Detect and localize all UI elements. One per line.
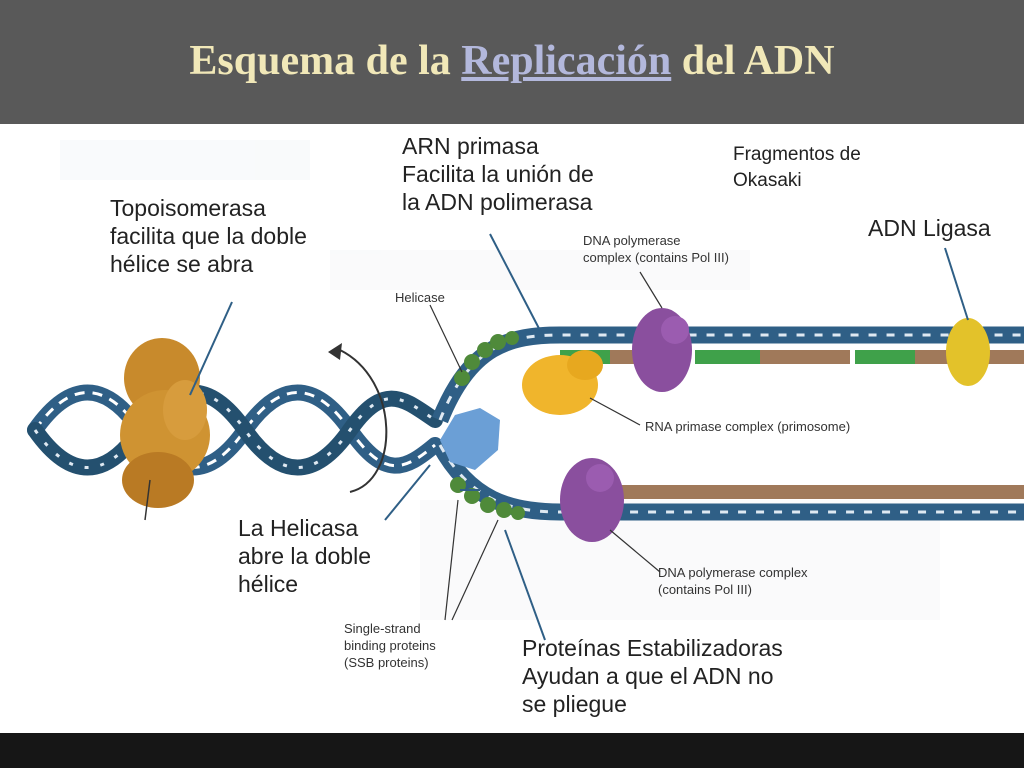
- ssb-en-label: Single-strand binding proteins (SSB prot…: [344, 620, 436, 671]
- slide-header: Esquema de la Replicación del ADN: [0, 0, 1024, 124]
- topoisomerase-label: Topoisomerasa facilita que la doble héli…: [110, 194, 307, 278]
- dna-ligase: [946, 318, 990, 386]
- helicase-label: La Helicasa abre la doble hélice: [238, 514, 371, 598]
- dna-replication-figure: Topoisomerasa facilita que la doble héli…: [0, 124, 1024, 733]
- primase-label: ARN primasa Facilita la unión de la ADN …: [402, 132, 594, 216]
- topoisomerase-label-line-2: facilita que la doble: [110, 223, 307, 249]
- title-text-start: Esquema de la: [189, 38, 462, 84]
- ssb-proteins: [450, 331, 525, 520]
- stabilizing-label-line-3: se pliegue: [522, 691, 627, 717]
- polymerase-bottom-en-line-1: DNA polymerase complex: [658, 565, 808, 580]
- helicase-en-label: Helicase: [395, 290, 445, 305]
- topoisomerase-complex: [120, 338, 210, 521]
- ssb-en-line-1: Single-strand: [344, 621, 421, 636]
- polymerase-bottom-en-label: DNA polymerase complex (contains Pol III…: [658, 564, 808, 598]
- dna-polymerase-top: [632, 308, 692, 392]
- stabilizing-label-line-1: Proteínas Estabilizadoras: [522, 635, 783, 661]
- helicase-label-line-3: hélice: [238, 571, 299, 597]
- polymerase-top-en-line-2: complex (contains Pol III): [583, 250, 729, 265]
- okazaki-label-line-1: Fragmentos de: [733, 144, 861, 165]
- primase-en-label: RNA primase complex (primosome): [645, 419, 851, 434]
- primase-label-line-3: la ADN polimerasa: [402, 189, 593, 215]
- ssb-en-line-3: (SSB proteins): [344, 655, 429, 670]
- primase-label-line-1: ARN primasa: [402, 133, 539, 159]
- ligase-label: ADN Ligasa: [868, 215, 991, 241]
- footer-band: [0, 733, 1024, 768]
- topoisomerase-label-line-1: Topoisomerasa: [110, 195, 266, 221]
- replication-fork-drawing: [27, 140, 1024, 641]
- slide-title: Esquema de la Replicación del ADN: [0, 40, 1024, 82]
- polymerase-bottom-en-line-2: (contains Pol III): [658, 582, 752, 597]
- helicase-label-line-2: abre la doble: [238, 543, 371, 569]
- okazaki-label-line-2: Okasaki: [733, 170, 802, 191]
- helicase-label-line-1: La Helicasa: [238, 515, 359, 541]
- primase-complex: [522, 350, 603, 415]
- thin-leader-lines: [429, 271, 663, 621]
- primase-label-line-2: Facilita la unión de: [402, 161, 594, 187]
- stabilizing-label-line-2: Ayudan a que el ADN no: [522, 663, 774, 689]
- ssb-en-line-2: binding proteins: [344, 638, 436, 653]
- polymerase-top-en-label: DNA polymerase complex (contains Pol III…: [583, 232, 729, 266]
- dna-polymerase-bottom: [560, 458, 624, 542]
- topoisomerase-label-line-3: hélice se abra: [110, 251, 254, 277]
- title-text-end: del ADN: [671, 38, 835, 84]
- helicase-complex: [440, 408, 500, 470]
- leader-lines: [189, 233, 969, 641]
- stabilizing-proteins-label: Proteínas Estabilizadoras Ayudan a que e…: [522, 634, 783, 718]
- lower-strand: [432, 440, 1024, 521]
- double-helix: [27, 343, 443, 493]
- okazaki-label: Fragmentos de Okasaki: [733, 142, 861, 194]
- replicacion-link[interactable]: Replicación: [461, 38, 672, 84]
- polymerase-top-en-line-1: DNA polymerase: [583, 233, 681, 248]
